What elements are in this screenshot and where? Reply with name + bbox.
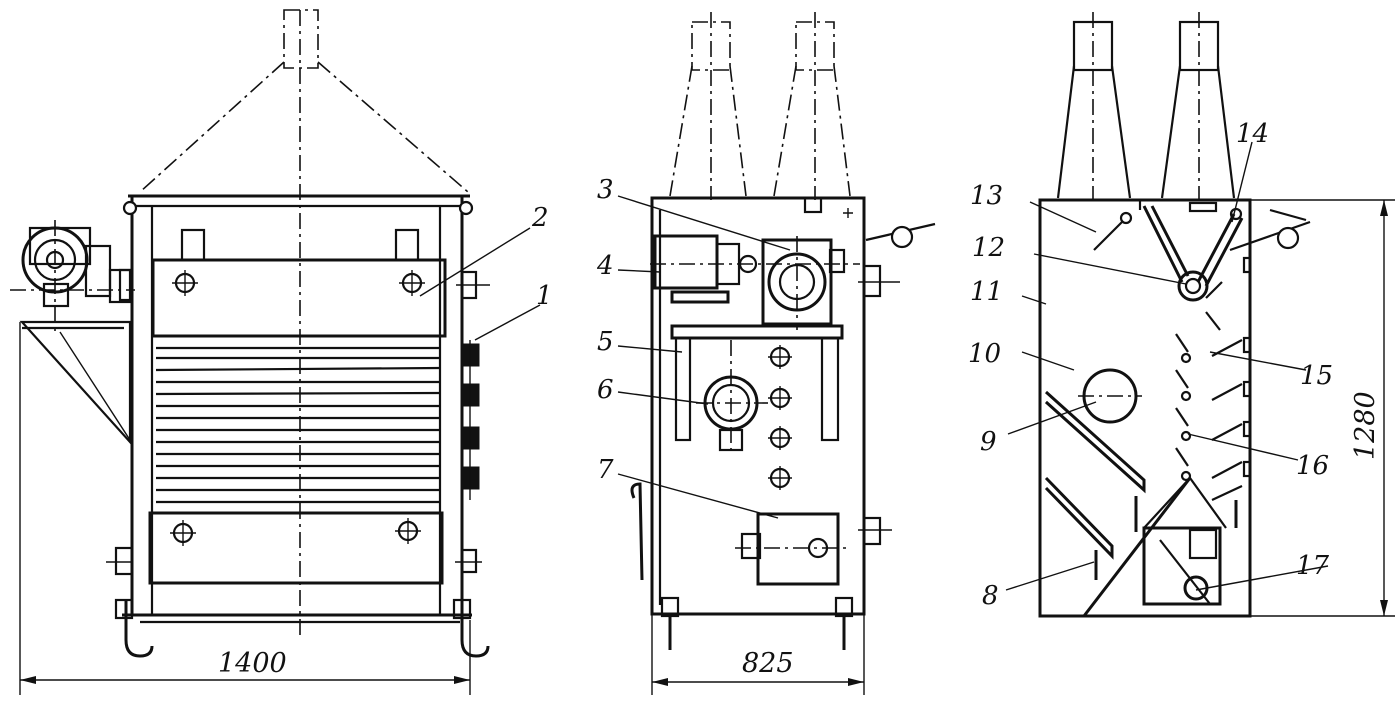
section-flaps bbox=[1175, 256, 1252, 501]
dimension-label-width-overall: 1400 bbox=[218, 648, 287, 679]
front-hood bbox=[139, 9, 469, 640]
callout-2: 2 bbox=[531, 203, 549, 233]
callout-labels: 1 2 3 4 5 6 7 8 9 10 11 12 13 14 15 16 1… bbox=[531, 119, 1333, 611]
front-motor-drive bbox=[10, 220, 135, 445]
callout-17: 17 bbox=[1296, 551, 1330, 581]
front-right-valves bbox=[455, 270, 490, 574]
front-feet bbox=[114, 598, 490, 658]
callout-3: 3 bbox=[597, 175, 614, 205]
front-view: 1400 bbox=[10, 9, 541, 695]
callout-16: 16 bbox=[1296, 451, 1329, 481]
section-screw-box bbox=[1142, 476, 1227, 606]
section-hopper bbox=[1093, 205, 1311, 331]
dimension-1400: 1400 bbox=[19, 322, 471, 695]
dimension-1280: 1280 bbox=[1250, 199, 1395, 617]
side-bolt-column bbox=[768, 345, 792, 490]
side-hardware bbox=[630, 264, 900, 581]
front-louvres bbox=[155, 346, 441, 504]
dimension-label-height: 1280 bbox=[1350, 391, 1381, 460]
side-view: 825 bbox=[617, 12, 936, 695]
callout-10: 10 bbox=[968, 339, 1001, 369]
callout-8: 8 bbox=[982, 581, 999, 611]
side-inlet bbox=[696, 340, 768, 452]
callout-14: 14 bbox=[1236, 119, 1269, 149]
side-lower-box bbox=[735, 512, 892, 586]
section-housing bbox=[1038, 198, 1252, 618]
front-body bbox=[122, 194, 474, 624]
side-leaders bbox=[617, 195, 791, 519]
callout-4: 4 bbox=[596, 251, 614, 281]
callout-11: 11 bbox=[970, 277, 1003, 307]
callout-6: 6 bbox=[597, 375, 614, 405]
front-upper-panel bbox=[151, 228, 447, 338]
callout-13: 13 bbox=[970, 181, 1003, 211]
dimension-label-width-side: 825 bbox=[742, 648, 794, 679]
callout-7: 7 bbox=[597, 455, 614, 485]
side-motor bbox=[650, 234, 860, 442]
callout-15: 15 bbox=[1300, 361, 1333, 391]
section-trays bbox=[1044, 390, 1238, 617]
section-leaders bbox=[1005, 141, 1329, 591]
section-inlet bbox=[1078, 368, 1142, 424]
section-hoods bbox=[1056, 12, 1236, 200]
callout-1: 1 bbox=[536, 281, 553, 311]
front-lower-panel bbox=[148, 511, 444, 585]
side-body bbox=[650, 196, 936, 616]
callout-12: 12 bbox=[972, 233, 1005, 263]
section-view: 1280 bbox=[1005, 12, 1395, 618]
callout-5: 5 bbox=[597, 327, 614, 357]
side-feet bbox=[660, 596, 854, 650]
front-leaders bbox=[419, 227, 541, 341]
dimension-825: 825 bbox=[651, 614, 865, 695]
callout-9: 9 bbox=[980, 427, 997, 457]
side-hoods bbox=[669, 12, 851, 200]
